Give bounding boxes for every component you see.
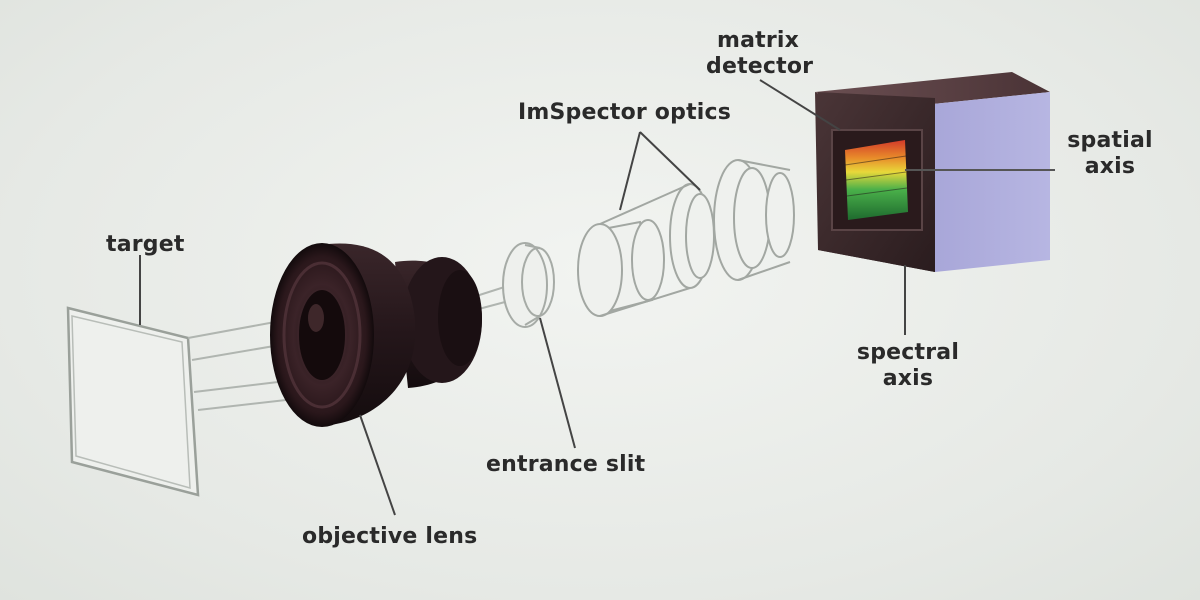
entrance-slit-element bbox=[502, 242, 555, 328]
label-entrance-slit: entrance slit bbox=[486, 452, 646, 477]
label-spatial-axis-line1: spatial bbox=[1067, 128, 1153, 153]
imspector-optics bbox=[577, 159, 795, 317]
objective-lens bbox=[270, 243, 482, 427]
target-frame bbox=[66, 306, 200, 497]
detector-cube bbox=[815, 72, 1050, 272]
label-imspector-optics: ImSpector optics bbox=[518, 100, 732, 125]
label-spectral-axis-line1: spectral bbox=[856, 340, 960, 365]
label-matrix-detector: matrix detector bbox=[706, 28, 814, 80]
label-objective-lens: objective lens bbox=[302, 524, 478, 549]
label-spatial-axis: spatial axis bbox=[1055, 128, 1165, 180]
label-target: target bbox=[106, 232, 185, 257]
label-spectral-axis: spectral axis bbox=[848, 340, 968, 392]
label-matrix-detector-line2: detector bbox=[706, 54, 814, 79]
label-matrix-detector-line1: matrix bbox=[716, 28, 800, 53]
label-spatial-axis-line2: axis bbox=[1084, 154, 1136, 179]
label-spectral-axis-line2: axis bbox=[882, 366, 934, 391]
leader-lines bbox=[139, 79, 906, 516]
